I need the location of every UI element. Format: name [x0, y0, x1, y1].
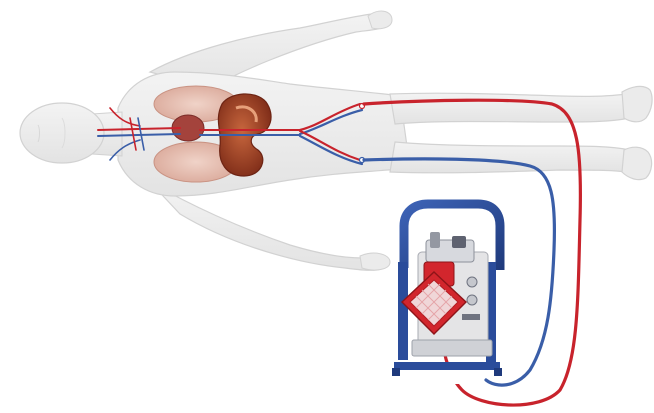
- upper-foot: [622, 86, 652, 121]
- device-lower: [412, 340, 492, 356]
- lower-foot: [622, 147, 652, 179]
- lower-hand: [360, 253, 390, 270]
- device-connector: [428, 370, 462, 384]
- device-dial: [467, 295, 477, 305]
- device-knob: [430, 232, 440, 248]
- device-display: [452, 236, 466, 248]
- human-body-illustration: [20, 11, 652, 270]
- device-wheel: [494, 368, 502, 376]
- upper-leg: [390, 93, 630, 124]
- device-base: [394, 362, 500, 370]
- device-slot: [462, 314, 480, 320]
- device-wheel: [392, 368, 400, 376]
- device-rail-left: [398, 262, 408, 360]
- upper-hand: [368, 11, 392, 29]
- head: [20, 103, 104, 163]
- device-dial: [467, 277, 477, 287]
